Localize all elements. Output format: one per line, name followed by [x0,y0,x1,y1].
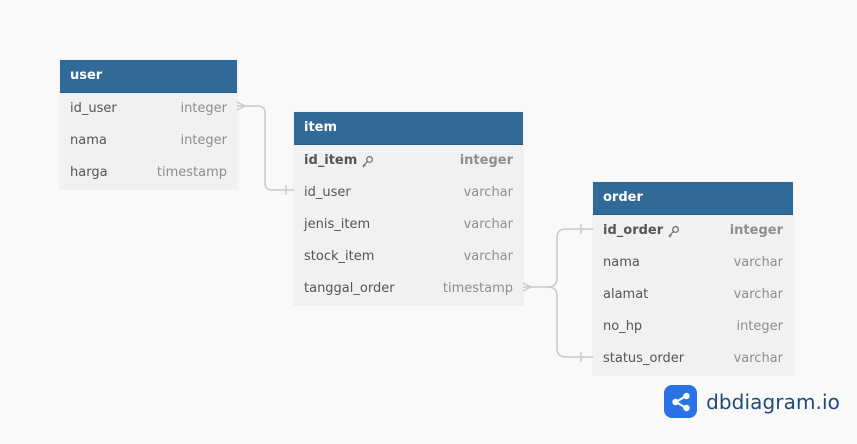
column-type: integer [459,153,513,168]
relationship-user-item[interactable] [237,105,294,191]
column-name: stock_item [304,249,375,264]
table-header[interactable]: user [60,60,237,93]
column-type: varchar [463,249,513,264]
column-type: varchar [733,287,783,302]
column-name-text: id_order [603,223,664,238]
brand-text: dbdiagram.io [706,389,840,414]
column-type: integer [180,133,227,148]
crowfoot-user-side [236,101,247,111]
table-user[interactable]: user id_user integer nama integer harga … [60,60,237,189]
table-header[interactable]: order [593,182,793,215]
table-header[interactable]: item [294,112,523,145]
column-type: integer [736,319,783,334]
column-row[interactable]: alamat varchar [593,279,793,311]
table-order[interactable]: order id_order integer nama varchar alam… [593,182,793,375]
column-name: jenis_item [304,217,371,232]
table-item[interactable]: item id_item integer id_user varchar jen… [294,112,523,305]
column-row[interactable]: harga timestamp [60,157,237,189]
column-type: varchar [733,351,783,366]
column-type: varchar [733,255,783,270]
column-row[interactable]: stock_item varchar [294,241,523,273]
share-nodes-icon [664,385,698,418]
column-name: id_user [304,185,351,200]
column-type: integer [729,223,783,238]
column-row[interactable]: jenis_item varchar [294,209,523,241]
column-row[interactable]: nama integer [60,125,237,157]
key-icon [362,155,374,168]
column-name: id_user [70,101,117,116]
column-row[interactable]: nama varchar [593,247,793,279]
column-name: nama [603,255,640,270]
column-type: varchar [463,217,513,232]
relationship-item-order-id[interactable] [523,228,593,288]
column-row[interactable]: status_order varchar [593,343,793,375]
column-type: integer [180,101,227,116]
relationship-item-order-status[interactable] [547,286,593,358]
column-row[interactable]: id_user varchar [294,177,523,209]
column-row-primary-key[interactable]: id_item integer [294,145,523,177]
column-name: status_order [603,351,685,366]
column-type: varchar [463,185,513,200]
key-icon [668,225,680,238]
column-name: alamat [603,287,649,302]
column-name: id_item [304,145,374,177]
column-type: timestamp [442,281,513,296]
column-name: harga [70,165,108,180]
column-row[interactable]: id_user integer [60,93,237,125]
crowfoot-item-side [522,282,533,292]
column-row[interactable]: tanggal_order timestamp [294,273,523,305]
dbdiagram-branding[interactable]: dbdiagram.io [664,385,840,418]
column-type: timestamp [156,165,227,180]
column-row-primary-key[interactable]: id_order integer [593,215,793,247]
column-row[interactable]: no_hp integer [593,311,793,343]
column-name: id_order [603,215,680,247]
column-name: tanggal_order [304,281,395,296]
column-name-text: id_item [304,153,358,168]
column-name: nama [70,133,107,148]
column-name: no_hp [603,319,643,334]
